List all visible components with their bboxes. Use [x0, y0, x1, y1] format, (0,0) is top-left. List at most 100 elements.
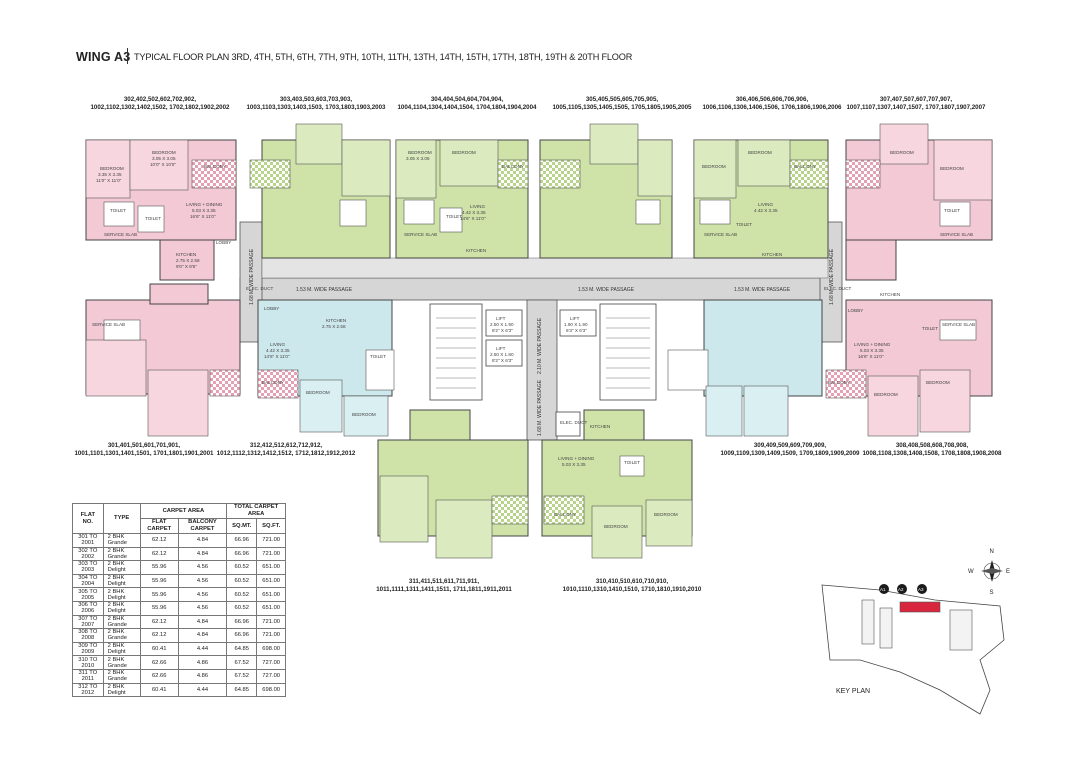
table-cell: 305 TO 2005	[72, 587, 104, 602]
lift-stair-core	[429, 303, 657, 437]
table-cell: 62.12	[139, 546, 179, 562]
table-cell: 4.84	[177, 546, 228, 562]
wing-label-a3: A3	[918, 587, 924, 592]
table-cell: 304 TO 2004	[72, 573, 104, 589]
flat-list-312: 312,412,512,612,712,912, 1012,1112,1312,…	[216, 442, 356, 457]
table-cell: 4.56	[177, 587, 228, 602]
wing-label-a2: A2	[898, 587, 904, 592]
floor-plan-subtitle: TYPICAL FLOOR PLAN 3RD, 4TH, 5TH, 6TH, 7…	[134, 52, 633, 62]
th-sqmt: SQ.MT.	[226, 518, 258, 534]
table-cell: 2 BHK Delight	[102, 587, 141, 602]
dim-living-302: 5.03 X 3.35	[192, 208, 216, 213]
table-cell: 312 TO 2012	[72, 682, 104, 698]
room-toilet-312: TOILET	[370, 354, 386, 359]
room-balcony-304: BALCONY	[502, 164, 524, 169]
table-cell: 2 BHK Delight	[102, 560, 141, 575]
room-lobby-312: LOBBY	[264, 306, 279, 311]
wing-marker-a2	[897, 584, 907, 594]
lift-1-dim: 2.50 X 1.90	[490, 322, 514, 327]
compass-s: S	[990, 590, 994, 596]
room-toilet-302a: TOILET	[110, 208, 126, 213]
table-cell: 2 BHK Grande	[102, 668, 141, 684]
table-cell: 60.52	[226, 587, 258, 602]
room-toilet-306: TOILET	[736, 222, 752, 227]
room-bedroom-308b: BEDROOM	[926, 380, 950, 385]
table-cell: 4.84	[177, 614, 228, 630]
flat-311	[377, 409, 529, 559]
dim-living-306: 4.42 X 3.35	[754, 208, 778, 213]
room-balcony-306: BALCONY	[794, 164, 816, 169]
passage-label-v-center: 2.10 M. WIDE PASSAGE	[537, 317, 543, 374]
compass-n: N	[990, 549, 994, 555]
table-cell: 4.84	[177, 533, 228, 548]
flat-306	[693, 139, 829, 259]
room-balcony-308: BALCONY	[828, 380, 850, 385]
lift-3-dimft: 6'3" X 6'3"	[566, 328, 587, 333]
table-cell: 698.00	[256, 682, 286, 698]
room-elec-duct-r: ELEC. DUCT	[824, 286, 852, 291]
table-cell: 4.44	[177, 641, 228, 657]
table-cell: 2 BHK Grande	[102, 628, 141, 643]
passage-label-mid: 1.53 M. WIDE PASSAGE	[578, 287, 635, 293]
table-cell: 302 TO 2002	[72, 546, 104, 562]
table-cell: 4.56	[177, 600, 228, 616]
room-lobby-302: LOBBY	[216, 240, 231, 245]
flat-308	[825, 299, 993, 437]
wing-marker-a1	[879, 584, 889, 594]
table-cell: 4.56	[177, 560, 228, 575]
table-cell: 651.00	[256, 587, 286, 602]
lift-1-label: LIFT	[496, 316, 506, 321]
flat-list-307: 307,407,507,607,707,907, 1007,1107,1307,…	[846, 96, 986, 111]
dimft-bedroom-302b: 10'0" X 10'0"	[150, 162, 176, 167]
room-toilet-302b: TOILET	[145, 216, 161, 221]
room-living-302: LIVING + DINING	[186, 202, 223, 207]
table-cell: 55.96	[139, 560, 179, 575]
room-bedroom-308a: BEDROOM	[874, 392, 898, 397]
th-balcony-carpet: BALCONY CARPET	[177, 518, 228, 534]
flat-list-305: 305,405,505,605,705,905, 1005,1105,1305,…	[552, 96, 692, 111]
table-cell: 4.44	[177, 682, 228, 698]
room-kitchen-302: KITCHEN	[176, 252, 196, 257]
table-cell: 651.00	[256, 573, 286, 589]
flat-307	[845, 123, 993, 281]
table-cell: 651.00	[256, 600, 286, 616]
room-lobby-308: LOBBY	[848, 308, 863, 313]
table-cell: 55.96	[139, 573, 179, 589]
table-cell: 67.52	[226, 655, 258, 670]
table-cell: 303 TO 2003	[72, 560, 104, 575]
table-cell: 60.52	[226, 573, 258, 589]
table-cell: 727.00	[256, 655, 286, 670]
room-elec-duct-l: ELEC. DUCT	[246, 286, 274, 291]
room-service-302: SERVICE SLAB	[104, 232, 137, 237]
dim-living-308: 5.03 X 3.35	[860, 348, 884, 353]
room-kitchen-306: KITCHEN	[762, 252, 782, 257]
dim-living-312: 4.42 X 3.35	[266, 348, 290, 353]
flat-list-304: 304,404,504,604,704,904, 1004,1104,1304,…	[397, 96, 537, 111]
dim-kitchen-312: 2.75 X 2.58	[322, 324, 346, 329]
table-cell: 60.41	[139, 641, 179, 657]
room-toilet-308: TOILET	[922, 326, 938, 331]
flat-309	[667, 299, 823, 437]
lift-2-label: LIFT	[496, 346, 506, 351]
th-flat-carpet: FLAT CARPET	[139, 518, 179, 534]
table-cell: 306 TO 2006	[72, 600, 104, 616]
key-plan-label: KEY PLAN	[836, 688, 871, 695]
flat-list-310: 310,410,510,610,710,910, 1010,1110,1310,…	[562, 578, 702, 593]
room-kitchen-312: KITCHEN	[326, 318, 346, 323]
upper-lobby-strip	[261, 257, 829, 279]
room-service-306: SERVICE SLAB	[704, 232, 737, 237]
flat-list-306: 306,406,506,606,706,906, 1006,1106,1306,…	[702, 96, 842, 111]
room-bedroom-302b: BEDROOM	[152, 150, 176, 155]
wing-title: WING A3	[76, 50, 131, 64]
key-plan: A1 A2 A3	[821, 584, 1005, 715]
room-bedroom-312b: BEDROOM	[352, 412, 376, 417]
room-balcony-310: BALCONY	[554, 512, 576, 517]
table-cell: 62.12	[139, 628, 179, 643]
table-cell: 67.52	[226, 668, 258, 684]
wing-label-a1: A1	[880, 587, 886, 592]
table-cell: 727.00	[256, 668, 286, 684]
